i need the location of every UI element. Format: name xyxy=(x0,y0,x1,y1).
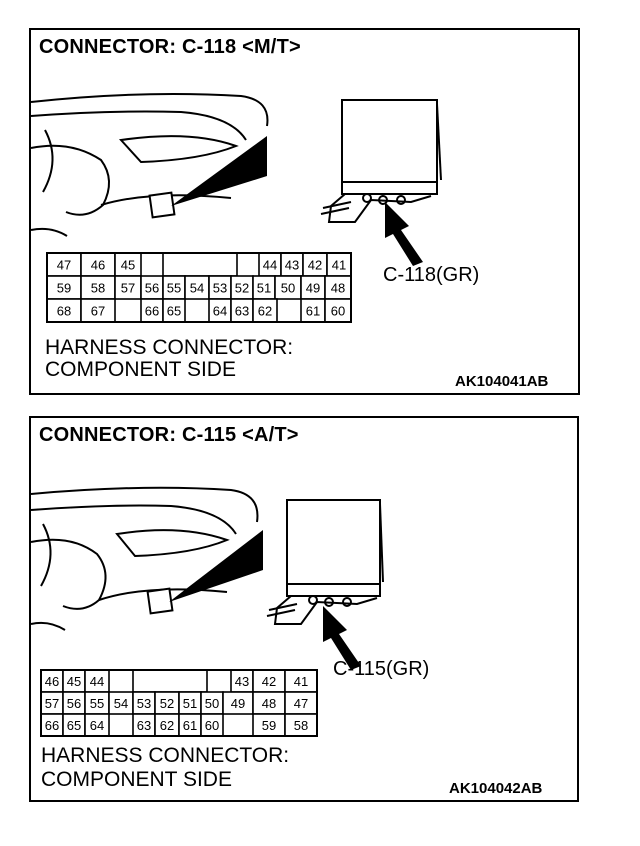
caption-line1: HARNESS CONNECTOR: xyxy=(45,336,294,359)
pin-number: 57 xyxy=(121,281,135,296)
pin-number: 65 xyxy=(67,718,81,733)
pin-number: 52 xyxy=(235,281,249,296)
pin-number: 61 xyxy=(306,304,320,319)
pointer-arrow xyxy=(323,606,361,670)
pin-number: 56 xyxy=(145,281,159,296)
pin-number: 46 xyxy=(91,258,105,273)
pin-number: 58 xyxy=(91,281,105,296)
pin-number: 57 xyxy=(45,696,59,711)
pin-number: 51 xyxy=(183,696,197,711)
pin-number: 47 xyxy=(57,258,71,273)
pin-number: 62 xyxy=(258,304,272,319)
pin-number: 63 xyxy=(235,304,249,319)
pin-number: 51 xyxy=(257,281,271,296)
pin-number: 45 xyxy=(67,674,81,689)
harness-connector-pinout: 47 46 45 44 43 42 41 59 58 57 56 55 54 53 52 51 50 49 48 68… xyxy=(46,252,352,323)
pin-number: 53 xyxy=(213,281,227,296)
pin-number: 50 xyxy=(205,696,219,711)
pin-number: 48 xyxy=(331,281,345,296)
panel-title: CONNECTOR: C-115 <A/T> xyxy=(39,424,299,446)
connector-outline xyxy=(40,669,318,737)
pin-number: 44 xyxy=(90,674,104,689)
pin-number: 52 xyxy=(160,696,174,711)
pin-number: 55 xyxy=(90,696,104,711)
pin-number: 56 xyxy=(67,696,81,711)
pin-cell-empty xyxy=(162,252,238,277)
pin-number: 53 xyxy=(137,696,151,711)
pin-number: 54 xyxy=(190,281,204,296)
pin-number: 47 xyxy=(294,696,308,711)
pin-number: 42 xyxy=(308,258,322,273)
ecu-module xyxy=(320,99,442,223)
pin-number: 50 xyxy=(281,281,295,296)
pin-number: 60 xyxy=(205,718,219,733)
pin-number: 62 xyxy=(160,718,174,733)
pin-number: 59 xyxy=(57,281,71,296)
connector-label: C-118(GR) xyxy=(383,264,480,286)
pin-number: 41 xyxy=(294,674,308,689)
pin-number: 66 xyxy=(145,304,159,319)
caption-line1: HARNESS CONNECTOR: xyxy=(41,744,290,767)
pin-number: 45 xyxy=(121,258,135,273)
figure-code: AK104042AB xyxy=(449,780,543,797)
pin-number: 61 xyxy=(183,718,197,733)
callout-wedge xyxy=(171,136,267,206)
caption-line2: COMPONENT SIDE xyxy=(41,768,232,791)
figure-code: AK104041AB xyxy=(455,373,549,390)
pin-number: 68 xyxy=(57,304,71,319)
caption-line2: COMPONENT SIDE xyxy=(45,358,236,381)
pin-number: 41 xyxy=(332,258,346,273)
pin-number: 59 xyxy=(262,718,276,733)
pin-number: 60 xyxy=(331,304,345,319)
pin-number: 42 xyxy=(262,674,276,689)
pin-number: 55 xyxy=(167,281,181,296)
illustration: 47 46 45 44 43 42 41 59 58 57 56 55 54 53 52 51 50 49 48 68… xyxy=(30,93,442,323)
ecu-module xyxy=(266,499,384,625)
pin-number: 67 xyxy=(91,304,105,319)
dashboard-illustration xyxy=(30,486,259,631)
pin-cell-empty xyxy=(132,669,208,693)
pin-number: 48 xyxy=(262,696,276,711)
connector-diagram-c115: CONNECTOR: C-115 <A/T> 46 45 44 43 42 41 57 56 5… xyxy=(29,416,579,802)
pin-number: 65 xyxy=(167,304,181,319)
illustration: 46 45 44 43 42 41 57 56 55 54 53 52 51 50 49 48 47 66 65 64… xyxy=(30,486,384,737)
pin-number: 43 xyxy=(235,674,249,689)
dashboard-illustration xyxy=(30,93,269,237)
pin-number: 58 xyxy=(294,718,308,733)
connector-diagram-c118: CONNECTOR: C-118 <M/T> xyxy=(29,28,580,395)
pin-number: 44 xyxy=(263,258,277,273)
pointer-arrow xyxy=(385,202,423,266)
pin-number: 64 xyxy=(213,304,227,319)
connector-location xyxy=(148,191,176,219)
panel-title: CONNECTOR: C-118 <M/T> xyxy=(39,36,301,58)
connector-location xyxy=(146,587,174,615)
callout-wedge xyxy=(169,530,263,602)
pin-number: 43 xyxy=(285,258,299,273)
pin-number: 46 xyxy=(45,674,59,689)
pin-number: 63 xyxy=(137,718,151,733)
pin-number: 66 xyxy=(45,718,59,733)
pin-number: 49 xyxy=(306,281,320,296)
pin-number: 64 xyxy=(90,718,104,733)
connector-outline xyxy=(46,252,352,323)
pin-number: 49 xyxy=(231,696,245,711)
harness-connector-pinout: 46 45 44 43 42 41 57 56 55 54 53 52 51 50 49 48 47 66 65 64… xyxy=(40,669,318,737)
connector-label: C-115(GR) xyxy=(333,658,430,680)
pin-number: 54 xyxy=(114,696,128,711)
